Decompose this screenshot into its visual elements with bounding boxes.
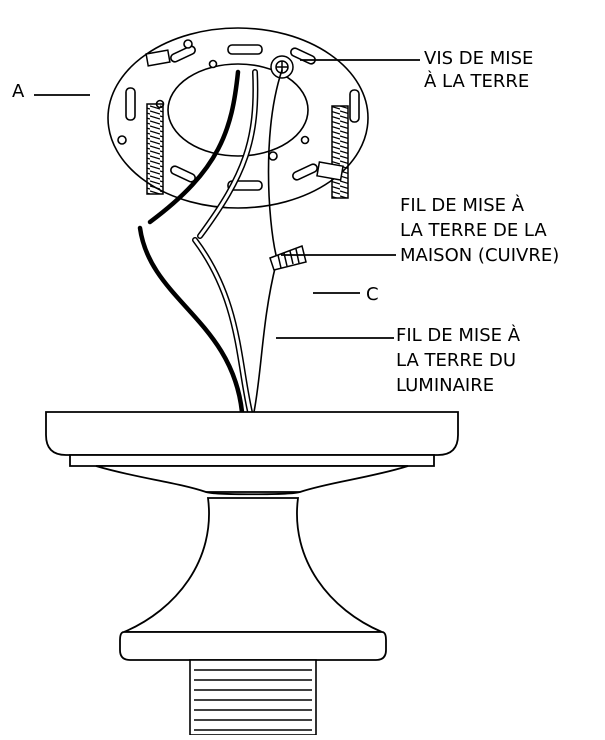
fixture-ground-line-1: FIL DE MISE À <box>396 324 521 346</box>
ground-screw <box>270 55 294 79</box>
label-fixture-ground-wire: FIL DE MISE À LA TERRE DU LUMINAIRE <box>276 324 521 396</box>
fixture-wires <box>137 225 277 415</box>
house-ground-line-1: FIL DE MISE À <box>400 194 525 216</box>
label-c-text: C <box>366 284 379 305</box>
house-wires <box>147 69 283 256</box>
fixture-ground-line-2: LA TERRE DU <box>396 350 516 371</box>
fixture-stem <box>119 497 387 661</box>
label-a-text: A <box>12 81 25 102</box>
label-ground-screw: VIS DE MISE À LA TERRE <box>300 48 533 92</box>
threaded-nipple <box>189 659 317 736</box>
fixture-canopy <box>45 411 459 496</box>
label-a: A <box>12 81 90 102</box>
label-c: C <box>313 284 379 305</box>
fixture-ground-line-3: LUMINAIRE <box>396 375 494 396</box>
house-ground-line-2: LA TERRE DE LA <box>400 220 547 241</box>
mounting-rod-right <box>316 105 349 199</box>
ground-screw-line-2: À LA TERRE <box>424 70 529 92</box>
wire-connector <box>269 245 307 271</box>
label-house-ground-wire: FIL DE MISE À LA TERRE DE LA MAISON (CUI… <box>281 194 559 266</box>
mounting-plate <box>107 27 369 209</box>
house-ground-line-3: MAISON (CUIVRE) <box>400 245 559 266</box>
mounting-rod-left <box>145 49 171 195</box>
ground-screw-line-1: VIS DE MISE <box>424 48 533 69</box>
